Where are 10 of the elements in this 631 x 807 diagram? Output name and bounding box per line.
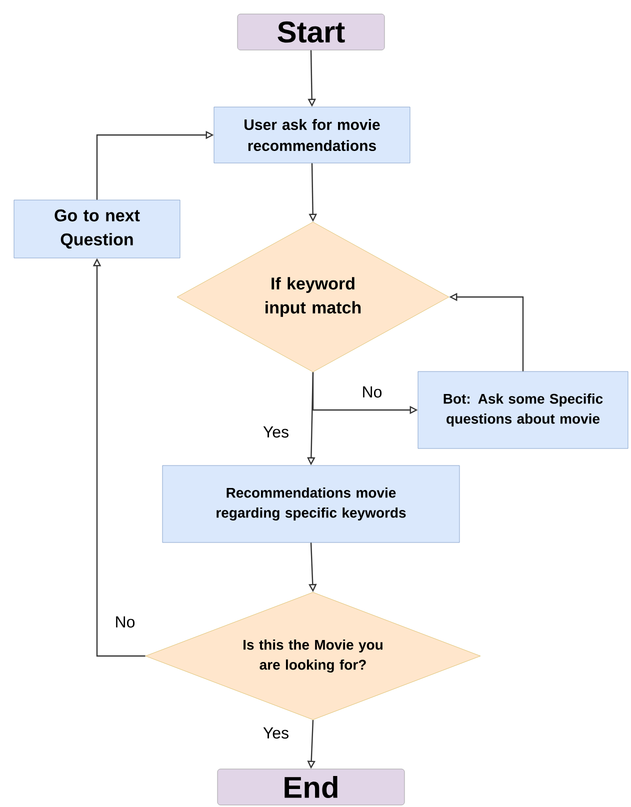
process-box: User ask for movie recommendations: [214, 106, 410, 164]
edge-label: Yes: [262, 726, 290, 740]
edge-label: No: [114, 615, 136, 629]
process-box: Recommendations movie regarding specific keywords: [162, 465, 460, 543]
terminal-box: End: [217, 768, 405, 806]
process-box: Go to next Question: [14, 200, 180, 258]
edge-label: Yes: [262, 425, 290, 439]
terminal-box: Start: [237, 14, 385, 50]
process-box: Bot: Ask some Specific questions about movie: [418, 371, 628, 449]
edge-label: No: [360, 385, 384, 399]
